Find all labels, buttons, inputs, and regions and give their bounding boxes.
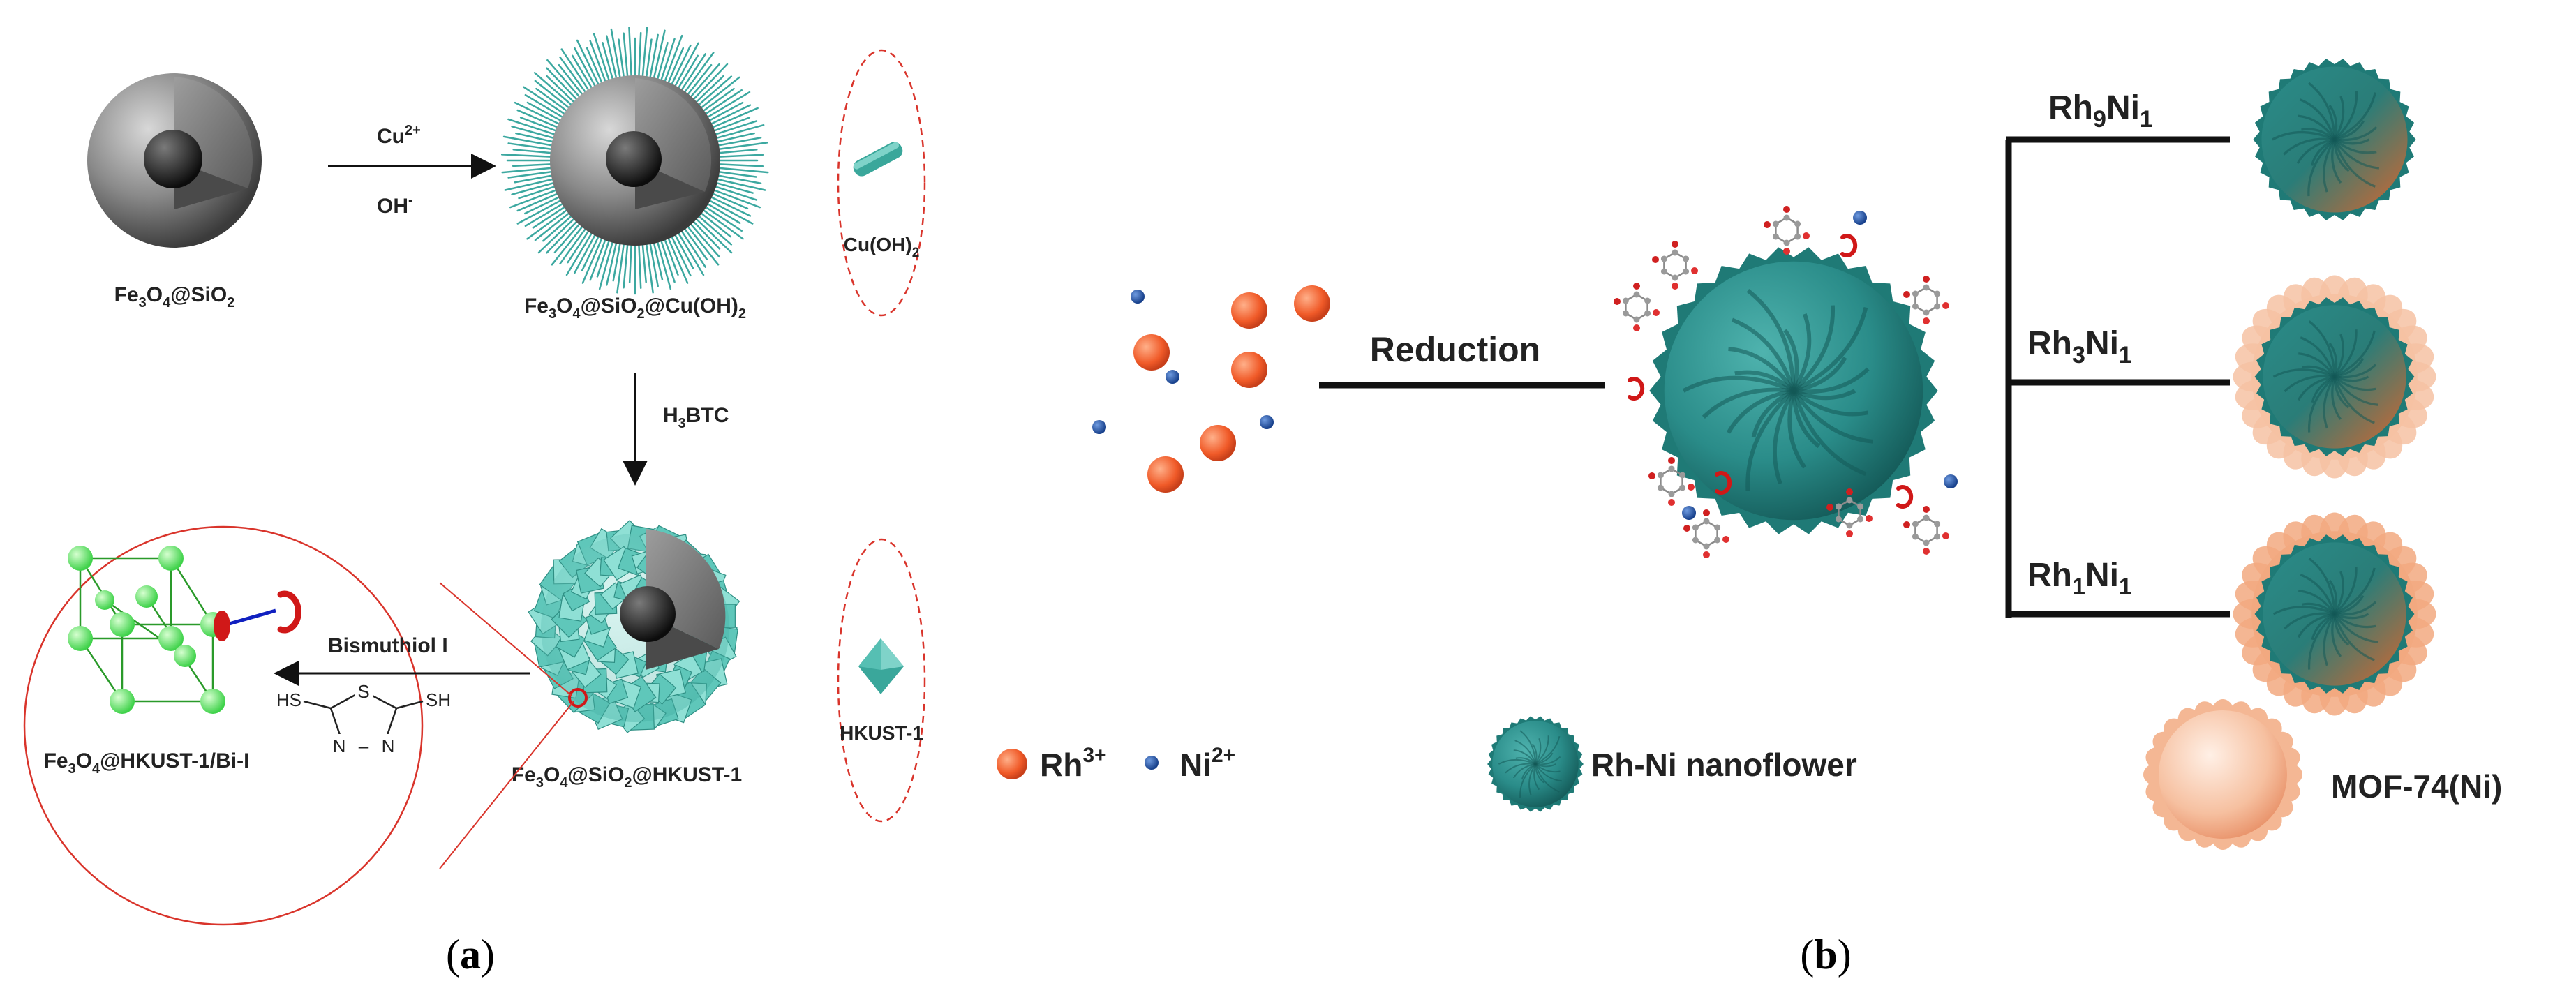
cu-oh-sphere (500, 26, 769, 295)
inset-hkust-label: HKUST-1 (840, 722, 923, 744)
n-atom-left: N (333, 735, 346, 756)
product-rh9ni1-flower (2253, 59, 2416, 220)
panel-b-caption: (b) (1800, 932, 1851, 978)
arrow1-bottom-label: OH- (377, 193, 413, 218)
core-shell-sphere (87, 73, 262, 248)
s-atom: S (357, 681, 369, 702)
legend: Rh3+ Ni2+ Rh-Ni nanoflower MOF-74(Ni) (997, 699, 2502, 850)
hkust-sphere (528, 519, 740, 733)
bismuthiol-icon (277, 590, 301, 634)
inset-cu-oh-frame (837, 49, 926, 317)
inset-hkust-frame (837, 538, 926, 823)
product-rh1ni1-flower (2233, 512, 2436, 716)
s-atom-bg (355, 680, 373, 701)
central-nanoflower (1649, 247, 1938, 534)
sh-right: SH (426, 689, 451, 710)
octahedron-icon (858, 638, 904, 694)
core-shell-label: Fe3O4@SiO2 (114, 283, 235, 311)
branch-tree (2005, 136, 2230, 618)
ion-cluster (1092, 285, 1330, 493)
legend-mof-icon (2143, 699, 2302, 850)
n-n-bond: – (359, 735, 369, 756)
legend-nanoflower-icon (1487, 716, 1584, 812)
hs-left: HS (276, 689, 301, 710)
magnified-view-circle (23, 525, 424, 926)
legend-rh-icon (997, 749, 1027, 779)
n-atoms-bg (332, 734, 399, 755)
legend-nanoflower-label: Rh-Ni nanoflower (1591, 747, 1857, 783)
product-rh3ni1-flower (2233, 275, 2436, 479)
zoom-line-top (439, 582, 573, 697)
reduction-label: Reduction (1370, 330, 1540, 369)
inset-cu-oh-label: Cu(OH)2 (844, 234, 920, 260)
branch-rh9ni1: Rh9Ni1 (2048, 89, 2153, 133)
legend-ni-label: Ni2+ (1179, 744, 1235, 783)
legend-rh-label: Rh3+ (1040, 744, 1107, 783)
panel-a-caption: (a) (446, 932, 495, 978)
linker-bond (221, 608, 276, 628)
nanorod-icon (853, 142, 903, 177)
n-atom-right: N (382, 735, 395, 756)
hkust-label: Fe3O4@SiO2@HKUST-1 (512, 763, 742, 791)
ligand-molecules (1614, 206, 1958, 558)
zoom-line-bottom (439, 701, 574, 869)
branch-rh3ni1: Rh3Ni1 (2027, 325, 2132, 368)
arrow2-label: H3BTC (663, 404, 729, 431)
anchor-ring (214, 611, 230, 641)
arrow1-top-label: Cu2+ (377, 123, 421, 148)
branch-rh1ni1: Rh1Ni1 (2027, 557, 2132, 600)
panel-b: Reduction Rh9Ni1 Rh3Ni1 Rh1Ni1 Rh3+ Ni2+… (997, 59, 2502, 978)
product-label: Fe3O4@HKUST-1/Bi-I (44, 749, 250, 777)
legend-mof-label: MOF-74(Ni) (2331, 768, 2502, 805)
panel-a: Fe3O4@SiO2 Cu2+ OH- Fe3O4@SiO2@Cu(OH)2 C… (23, 26, 926, 978)
arrow3-label: Bismuthiol I (328, 634, 448, 657)
surface-highlight-marker (568, 688, 588, 708)
cu-oh-label: Fe3O4@SiO2@Cu(OH)2 (524, 294, 746, 322)
legend-ni-icon (1145, 756, 1159, 770)
